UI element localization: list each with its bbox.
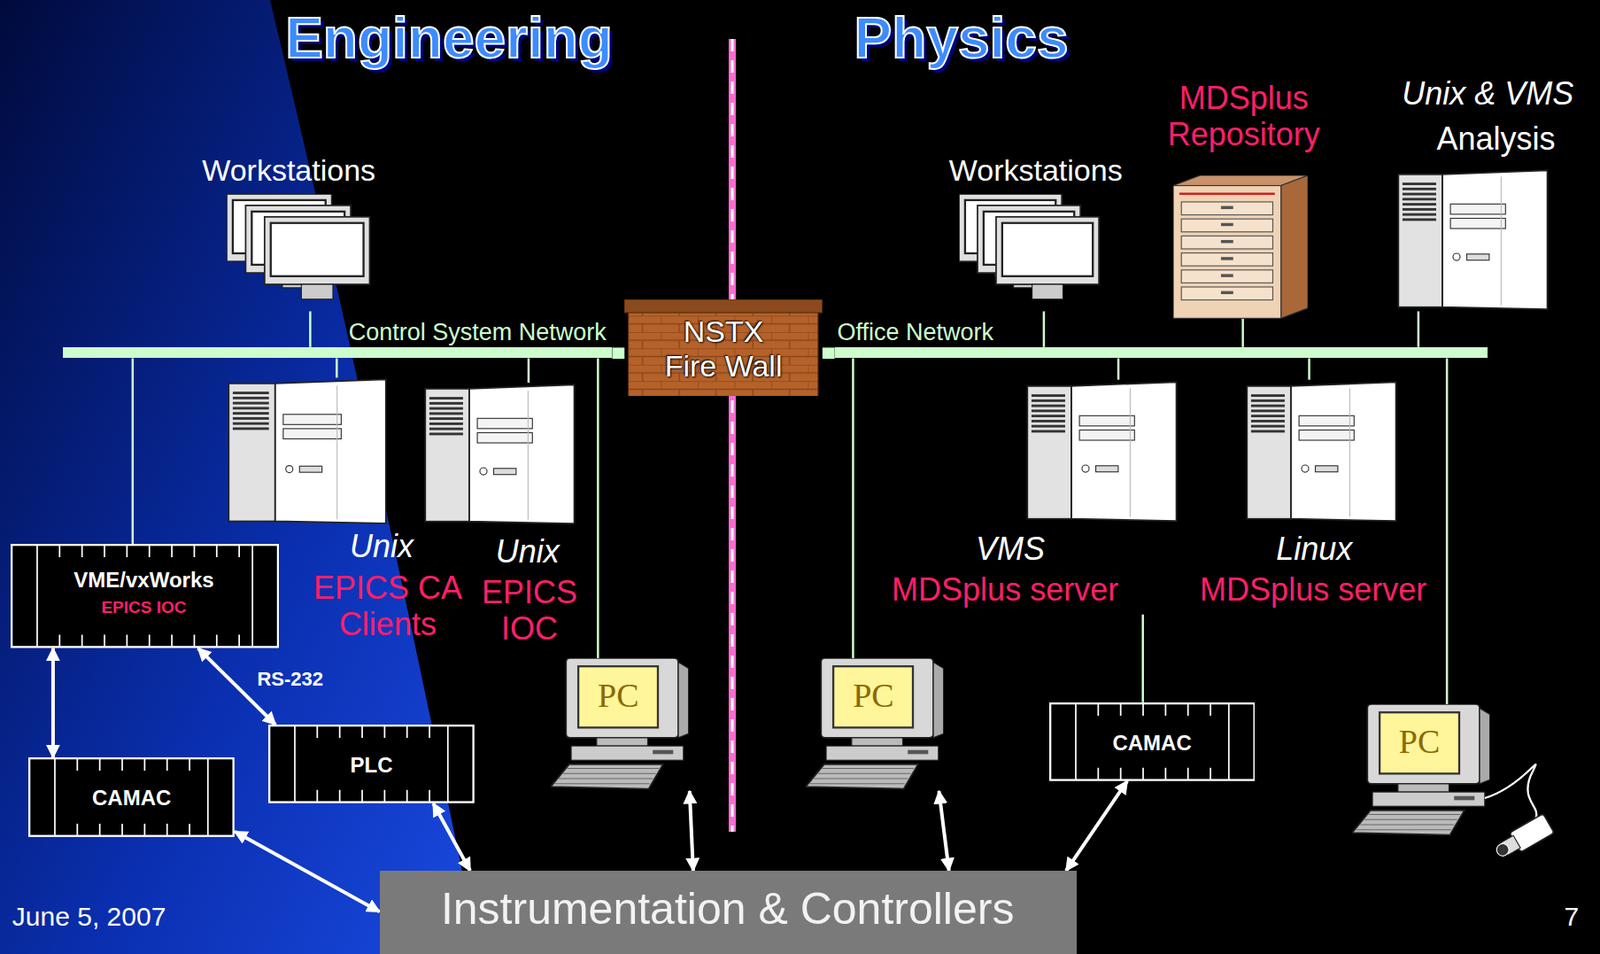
node-label: MDSplus Repository	[1155, 79, 1334, 154]
node-label: PC	[1388, 722, 1450, 762]
server-tower: Unix & VMS Analysis	[1383, 73, 1593, 312]
vme-crate: VME/vxWorksEPICS IOC	[10, 543, 279, 649]
node-label: MDSplus server	[1198, 571, 1429, 608]
node-label: Workstations	[199, 153, 379, 188]
network-drop	[1445, 357, 1449, 704]
signal-arrow	[51, 648, 55, 758]
server-tower: LinuxMDSplus server	[1193, 379, 1434, 615]
divider-line	[728, 38, 736, 832]
node-label: EPICS CA Clients	[290, 569, 485, 643]
node-label: Unix	[330, 527, 433, 565]
network-link	[822, 347, 835, 359]
mon-icon	[226, 193, 373, 309]
tower-icon	[1025, 379, 1179, 523]
node-label: NSTX Fire Wall	[657, 314, 790, 384]
server-tower: VMS MDSplus server	[882, 379, 1184, 615]
network-drop	[1141, 614, 1144, 703]
network-drop	[1417, 310, 1421, 347]
node-label: VMS	[958, 530, 1061, 567]
node-label: CAMAC	[45, 785, 219, 811]
edge-label: RS-232	[256, 667, 324, 690]
mon-icon	[958, 193, 1102, 309]
node-label: MDSplus server	[882, 571, 1129, 608]
network-drop	[131, 357, 135, 544]
camac-crate: CAMAC	[28, 757, 235, 837]
node-label: Unix	[476, 533, 579, 570]
signal-arrow	[689, 790, 694, 871]
network-band: Control System Network	[62, 347, 612, 359]
pc-computer: PC	[550, 657, 694, 791]
network-band: Office Network	[834, 347, 1489, 359]
engineering-zone	[0, 0, 480, 954]
camac-crate: CAMAC	[1049, 702, 1256, 781]
rack-icon	[1173, 175, 1308, 318]
divider-dash	[731, 38, 735, 832]
node-label: VME/vxWorks	[26, 567, 262, 593]
node-label: PC	[587, 676, 650, 716]
storage-rack: MDSplus Repository	[1152, 77, 1337, 319]
node-label: EPICS IOC	[41, 597, 246, 618]
node-label: Unix & VMS	[1388, 75, 1588, 112]
node-label: Instrumentation & Controllers	[390, 883, 1065, 936]
network-link	[611, 347, 625, 359]
network-drop	[1117, 357, 1121, 379]
plc-crate: PLC	[268, 724, 475, 804]
tower-icon	[1396, 168, 1550, 311]
node-label: Office Network	[828, 318, 1003, 347]
instrument-bar: Instrumentation & Controllers	[379, 870, 1077, 954]
network-drop	[335, 357, 339, 378]
workstation-group: Workstations	[199, 153, 383, 312]
pc-computer: PC	[1352, 703, 1562, 858]
node-label: EPICS IOC	[468, 573, 591, 648]
network-drop	[596, 357, 600, 658]
signal-arrow	[938, 790, 949, 871]
network-drop	[527, 357, 531, 383]
network-drop	[1043, 310, 1046, 347]
server-tower: UnixEPICS IOC	[423, 382, 591, 664]
section-title: Engineering	[275, 6, 623, 72]
network-drop	[1241, 318, 1245, 348]
crate-icon	[10, 543, 279, 649]
firewall: NSTX Fire Wall	[624, 299, 823, 396]
network-drop	[309, 310, 312, 347]
network-drop	[1307, 357, 1311, 379]
node-label: CAMAC	[1065, 730, 1239, 756]
node-label: Workstations	[946, 153, 1126, 188]
section-title: Physics	[828, 6, 1095, 72]
signal-arrow	[432, 803, 471, 871]
node-label: Control System Network	[340, 318, 616, 347]
tower-icon	[423, 382, 577, 526]
tower-icon	[1244, 379, 1399, 523]
page-number: 7	[1551, 901, 1593, 933]
node-label: Analysis	[1424, 120, 1568, 157]
signal-arrow	[234, 831, 380, 913]
workstation-group: Workstations	[928, 153, 1133, 312]
node-label: PC	[842, 676, 905, 716]
signal-arrow	[1066, 780, 1128, 871]
network-drop	[851, 357, 855, 658]
date-label: June 5, 2007	[12, 901, 238, 933]
pc-computer: PC	[805, 657, 949, 791]
node-label: PLC	[285, 752, 459, 778]
node-label: Linux	[1263, 530, 1366, 567]
pccam-icon	[1352, 703, 1562, 858]
tower-icon	[226, 377, 388, 526]
